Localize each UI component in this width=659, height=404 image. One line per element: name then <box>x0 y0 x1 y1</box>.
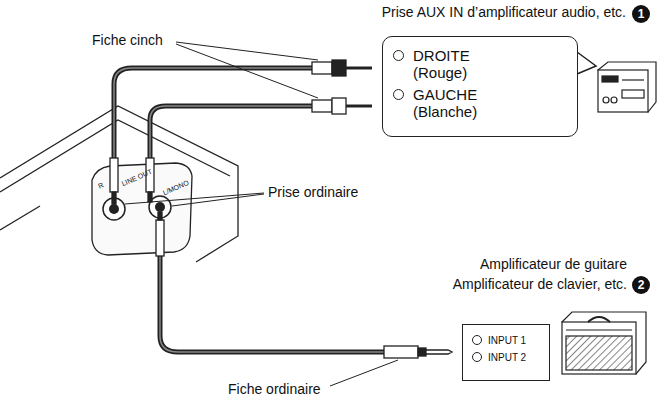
standard-plug <box>384 346 452 358</box>
part-label: Prise ordinaire <box>268 184 358 200</box>
part-label: Fiche ordinaire <box>228 381 321 397</box>
part-label: Amplificateur de clavier, etc. <box>453 276 627 292</box>
standard-plugs <box>110 158 164 256</box>
jack-name: DROITE (Rouge) <box>391 47 501 82</box>
leader-lines <box>125 42 398 386</box>
cables <box>114 68 384 352</box>
part-label: Prise AUX IN d’amplificateur audio, etc. <box>382 4 626 20</box>
jack-name: GAUCHE (Blanche) <box>391 86 501 121</box>
callout-number: 2 <box>632 276 650 294</box>
jack-callout-box: DROITE (Rouge) GAUCHE (Blanche) <box>382 36 578 137</box>
rca-plugs <box>312 60 372 114</box>
jack-name: INPUT 1 <box>470 335 542 347</box>
audio-amplifier <box>598 62 656 112</box>
piano-body <box>0 106 238 262</box>
jack-name: INPUT 2 <box>470 352 542 364</box>
part-label: Amplificateur de guitare <box>480 256 627 272</box>
callout-number: 1 <box>632 5 650 23</box>
part-label: Fiche cinch <box>92 32 163 48</box>
guitar-amplifier <box>562 312 646 374</box>
amp-input-panel: INPUT 1 INPUT 2 <box>462 324 550 381</box>
callout-pointer <box>577 52 596 74</box>
